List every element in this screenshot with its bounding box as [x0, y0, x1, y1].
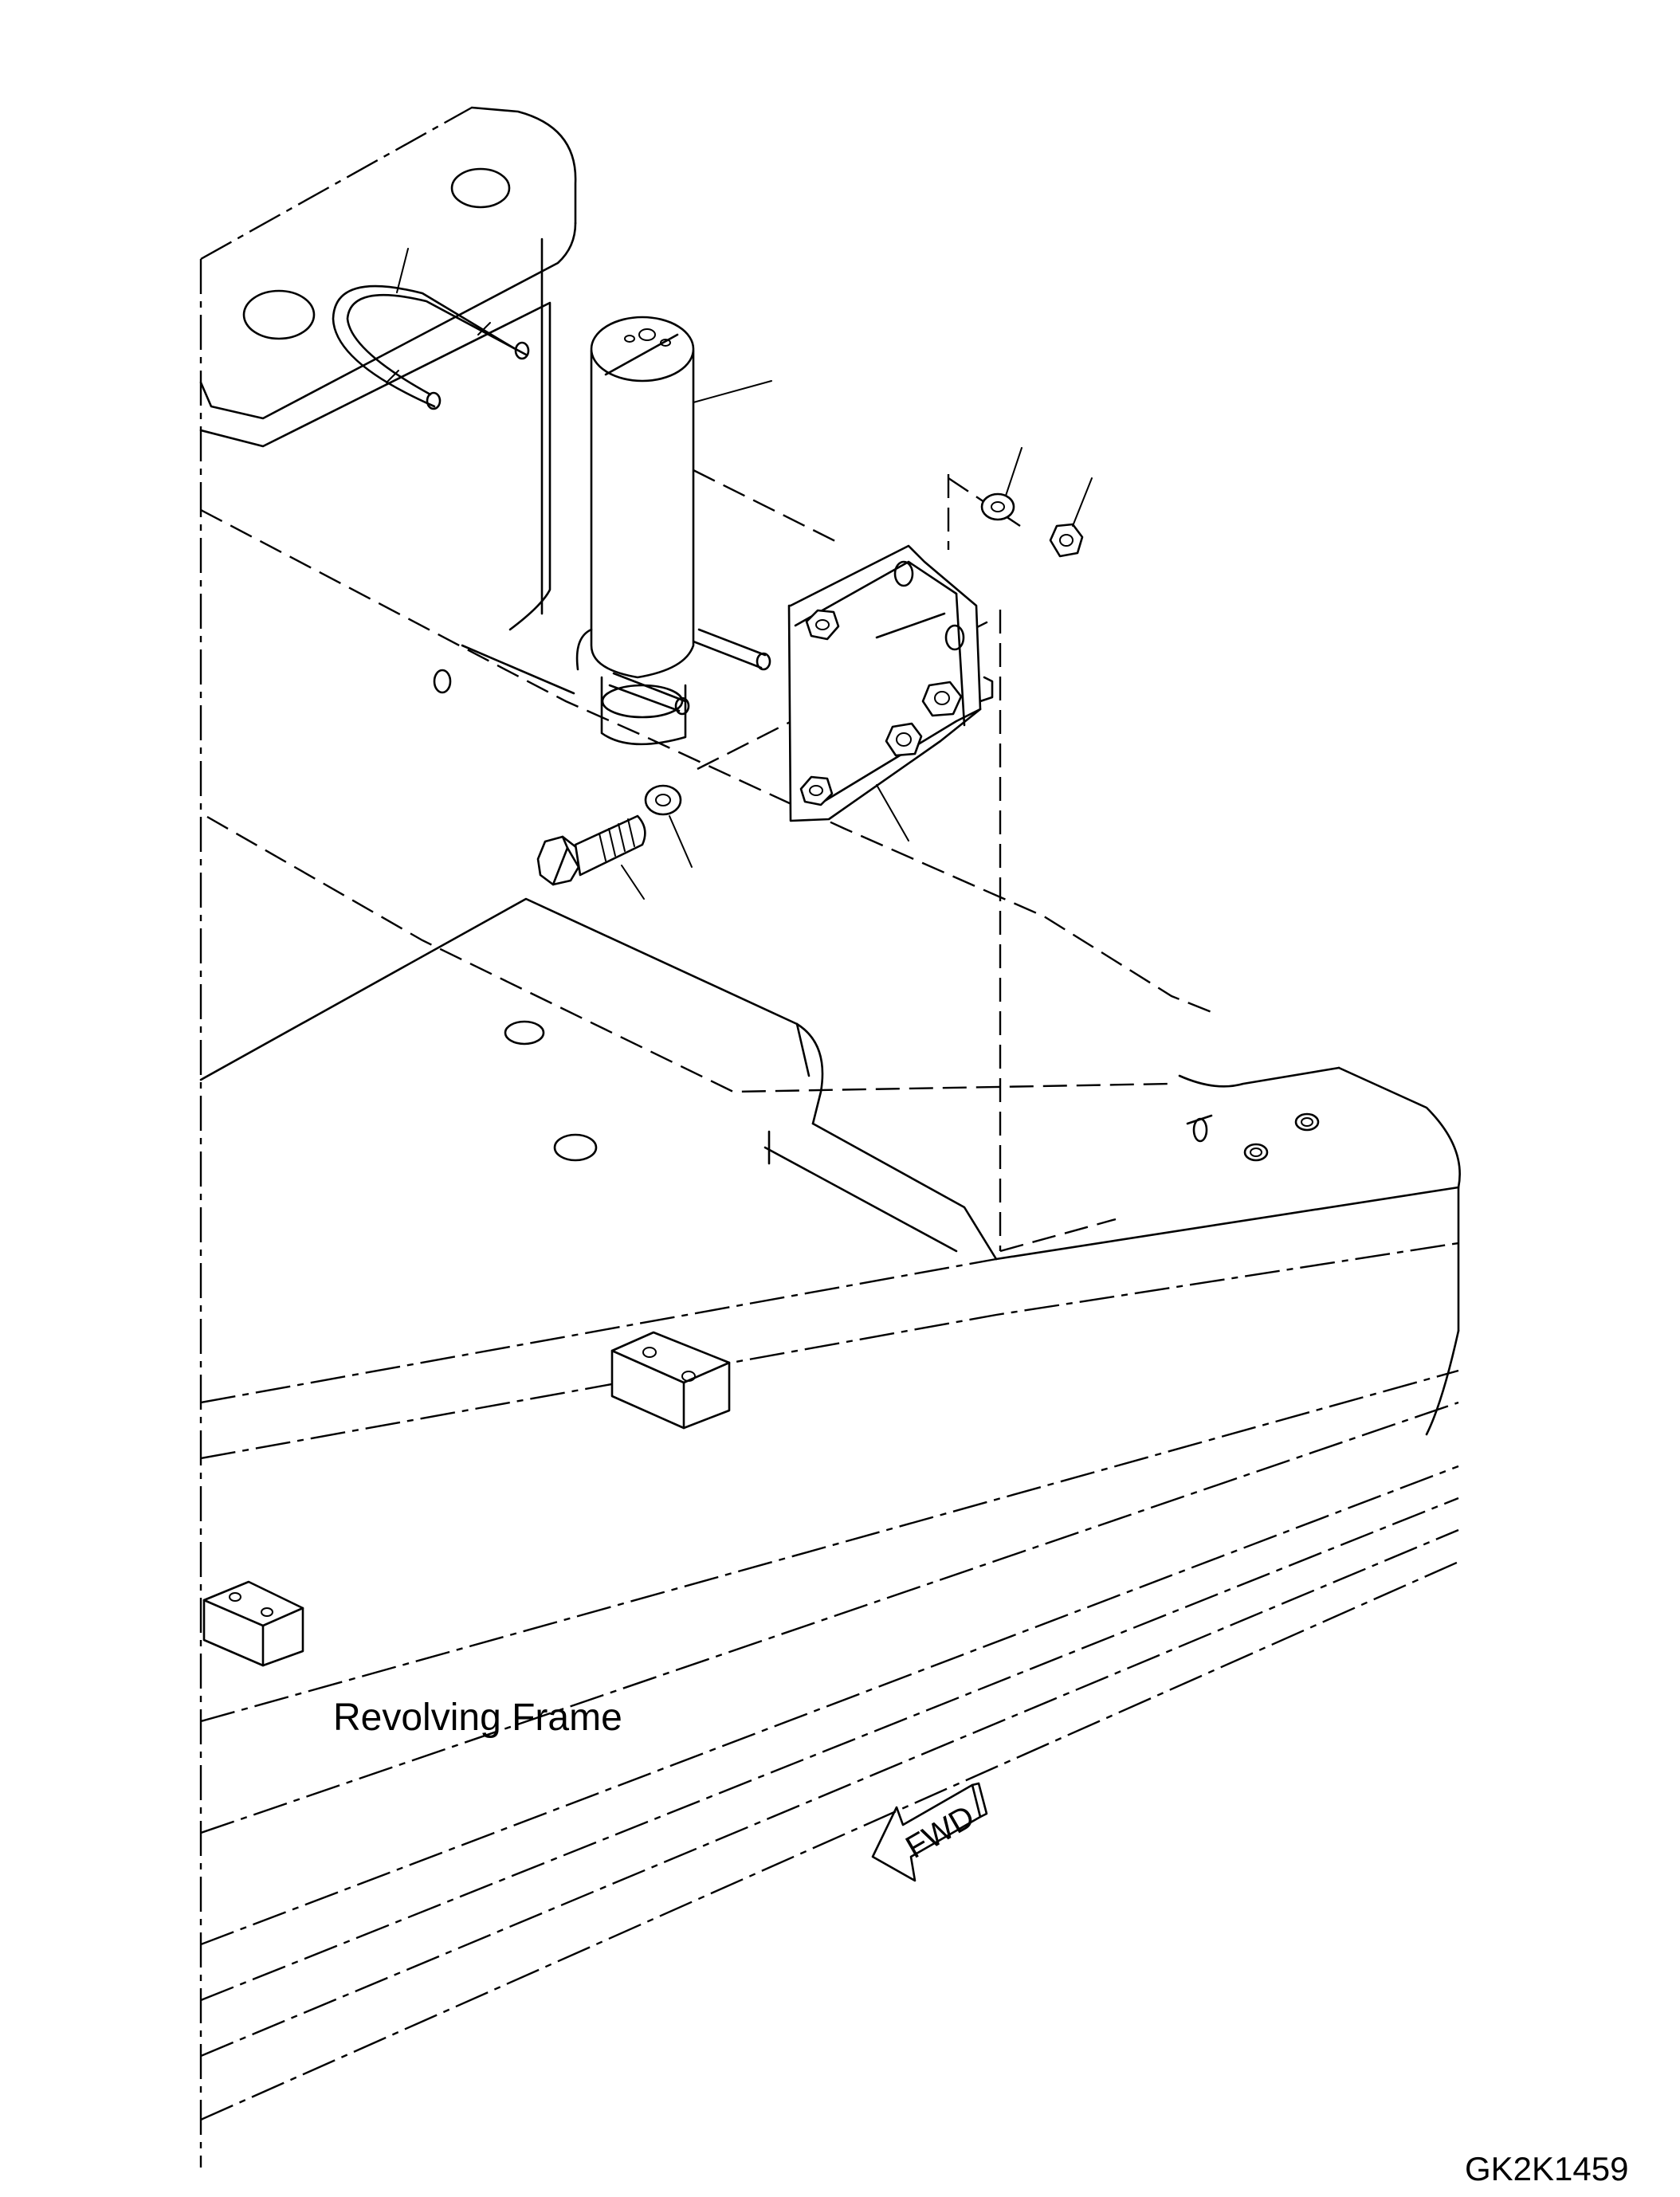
fwd-arrow-icon: FWD [871, 1782, 988, 1882]
u-bolt-lower-legs [608, 628, 771, 716]
mounting-block-upper [610, 1331, 731, 1430]
fwd-label: FWD [900, 1799, 980, 1865]
mounting-block-lower [202, 1580, 304, 1667]
nut-upper [1049, 523, 1084, 558]
callout-leaders [396, 248, 1093, 900]
frame-label: Revolving Frame [333, 1697, 622, 1739]
frame-main-body [199, 897, 1461, 2121]
frame-upper-bracket [199, 106, 577, 2168]
washer-lower [644, 784, 682, 816]
drawing-code: GK2K1459 [1465, 2150, 1629, 2187]
hidden-lines [200, 469, 1212, 1253]
washer-upper [980, 492, 1015, 521]
receiver-dryer-cylinder [575, 316, 695, 746]
mounting-plate [787, 544, 994, 822]
u-bolt [332, 284, 530, 410]
hex-bolt [536, 814, 646, 886]
